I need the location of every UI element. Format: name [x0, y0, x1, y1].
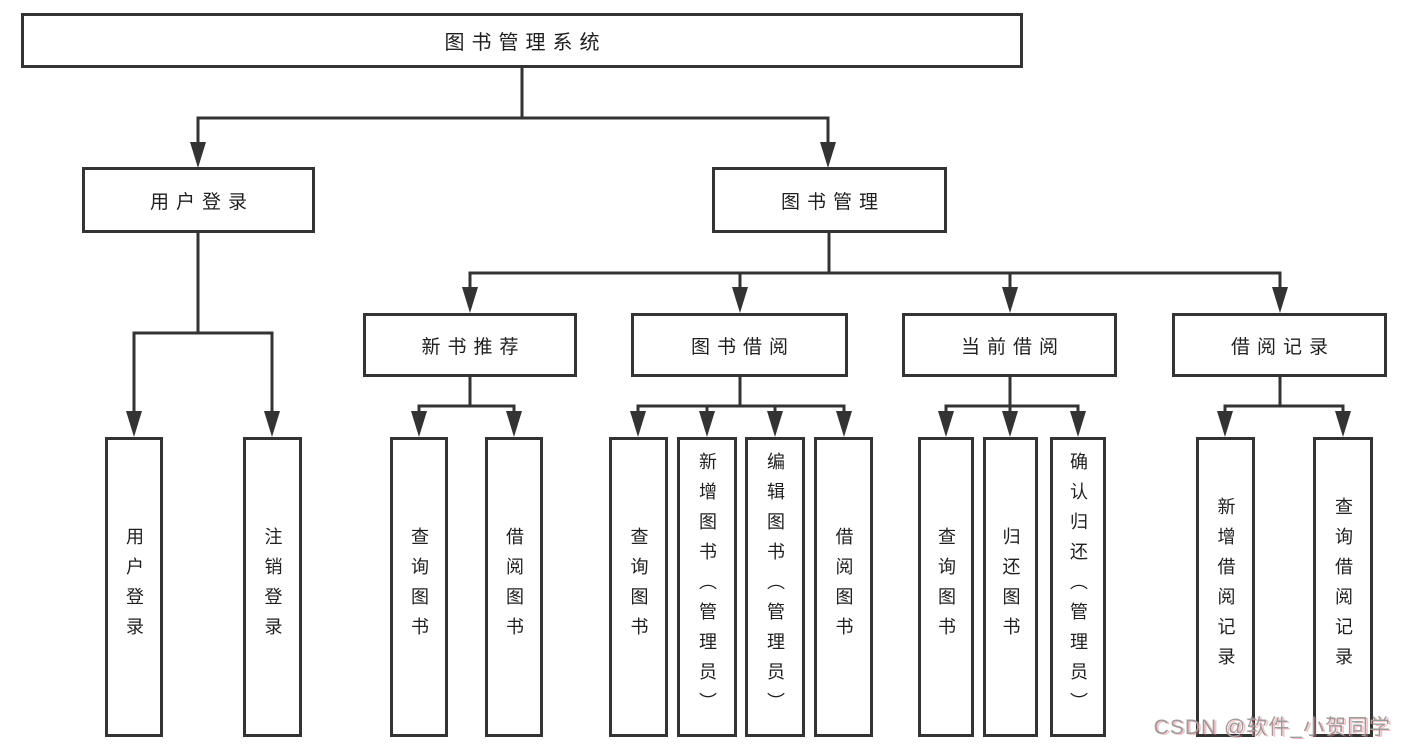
leaf-query-books-recommend: 查询图书 [390, 437, 448, 737]
leaf-user-login: 用户登录 [105, 437, 163, 737]
node-book-management: 图书管理 [712, 167, 947, 233]
leaf-return-books: 归还图书 [983, 437, 1038, 737]
watermark-text: CSDN @软件_小贺同学 [1153, 716, 1391, 739]
node-library-system: 图书管理系统 [21, 13, 1023, 68]
node-new-book-recommend: 新书推荐 [363, 313, 577, 377]
node-user-login: 用户登录 [82, 167, 315, 233]
leaf-query-books-borrow: 查询图书 [609, 437, 668, 737]
leaf-query-borrow-record: 查询借阅记录 [1313, 437, 1373, 737]
node-book-borrow: 图书借阅 [631, 313, 848, 377]
leaf-confirm-return-admin: 确认归还（管理员） [1050, 437, 1106, 737]
leaf-query-books-current: 查询图书 [918, 437, 974, 737]
leaf-edit-book-admin: 编辑图书（管理员） [745, 437, 805, 737]
leaf-borrow-books-recommend: 借阅图书 [485, 437, 543, 737]
leaf-logout-login: 注销登录 [243, 437, 302, 737]
node-current-borrow: 当前借阅 [902, 313, 1117, 377]
node-borrow-records: 借阅记录 [1172, 313, 1387, 377]
leaf-add-borrow-record: 新增借阅记录 [1196, 437, 1255, 737]
leaf-add-book-admin: 新增图书（管理员） [677, 437, 737, 737]
leaf-borrow-books: 借阅图书 [814, 437, 873, 737]
